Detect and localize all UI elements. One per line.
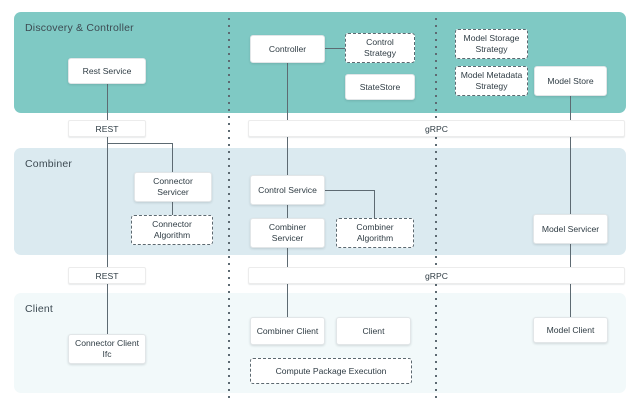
connector-rest-bot-to-client [107, 284, 109, 335]
band-label-discovery: Discovery & Controller [25, 22, 134, 34]
node-model-client[interactable]: Model Client [533, 317, 608, 343]
node-controller[interactable]: Controller [250, 35, 325, 63]
band-label-combiner: Combiner [25, 158, 73, 170]
connector-combiner-algo-up [374, 190, 376, 219]
node-combiner-servicer[interactable]: Combiner Servicer [250, 218, 325, 248]
connector-controller-down [287, 63, 289, 121]
divider-right [435, 18, 437, 400]
protocol-strip-rest-bot: REST [68, 267, 146, 284]
connector-control-service-down [287, 205, 289, 219]
connector-grpc-bot-to-combiner-client [287, 284, 289, 318]
connector-connector-servicer-down [172, 143, 174, 173]
connector-controller-to-strategy [325, 48, 346, 50]
protocol-strip-grpc-top: gRPC [248, 120, 625, 137]
node-rest-service[interactable]: Rest Service [68, 58, 146, 84]
node-combiner-algorithm[interactable]: Combiner Algorithm [336, 218, 414, 248]
divider-left [228, 18, 230, 400]
node-connector-servicer[interactable]: Connector Servicer [134, 172, 212, 202]
node-connector-client-ifc[interactable]: Connector Client Ifc [68, 334, 146, 364]
node-combiner-client[interactable]: Combiner Client [250, 317, 325, 345]
node-client-node[interactable]: Client [336, 317, 411, 345]
node-model-storage-strategy[interactable]: Model Storage Strategy [455, 29, 528, 59]
node-statestore[interactable]: StateStore [345, 74, 415, 100]
connector-model-servicer-down [570, 244, 572, 268]
connector-combiner-servicer-down [287, 248, 289, 268]
connector-model-store-down [570, 96, 572, 121]
band-label-client: Client [25, 303, 54, 315]
protocol-strip-grpc-bot: gRPC [248, 267, 625, 284]
connector-grpc-bot-to-model-client [570, 284, 572, 318]
connector-control-service-right [325, 190, 375, 192]
connector-grpc-top-to-control-service [287, 137, 289, 176]
connector-rest-branch-down [107, 137, 109, 268]
node-control-strategy[interactable]: Control Strategy [345, 33, 415, 63]
node-model-metadata-strategy[interactable]: Model Metadata Strategy [455, 66, 528, 96]
node-model-servicer[interactable]: Model Servicer [533, 214, 608, 244]
node-control-service[interactable]: Control Service [250, 175, 325, 205]
node-connector-algorithm[interactable]: Connector Algorithm [131, 215, 213, 245]
node-model-store[interactable]: Model Store [534, 66, 607, 96]
node-compute-package-execution[interactable]: Compute Package Execution [250, 358, 412, 384]
connector-grpc-top-to-model-servicer [570, 137, 572, 215]
connector-rest-branch-horizontal [107, 143, 173, 145]
connector-rest-service-to-rest [107, 84, 109, 121]
protocol-strip-rest-top: REST [68, 120, 146, 137]
connector-connector-servicer-to-algo [172, 202, 174, 216]
